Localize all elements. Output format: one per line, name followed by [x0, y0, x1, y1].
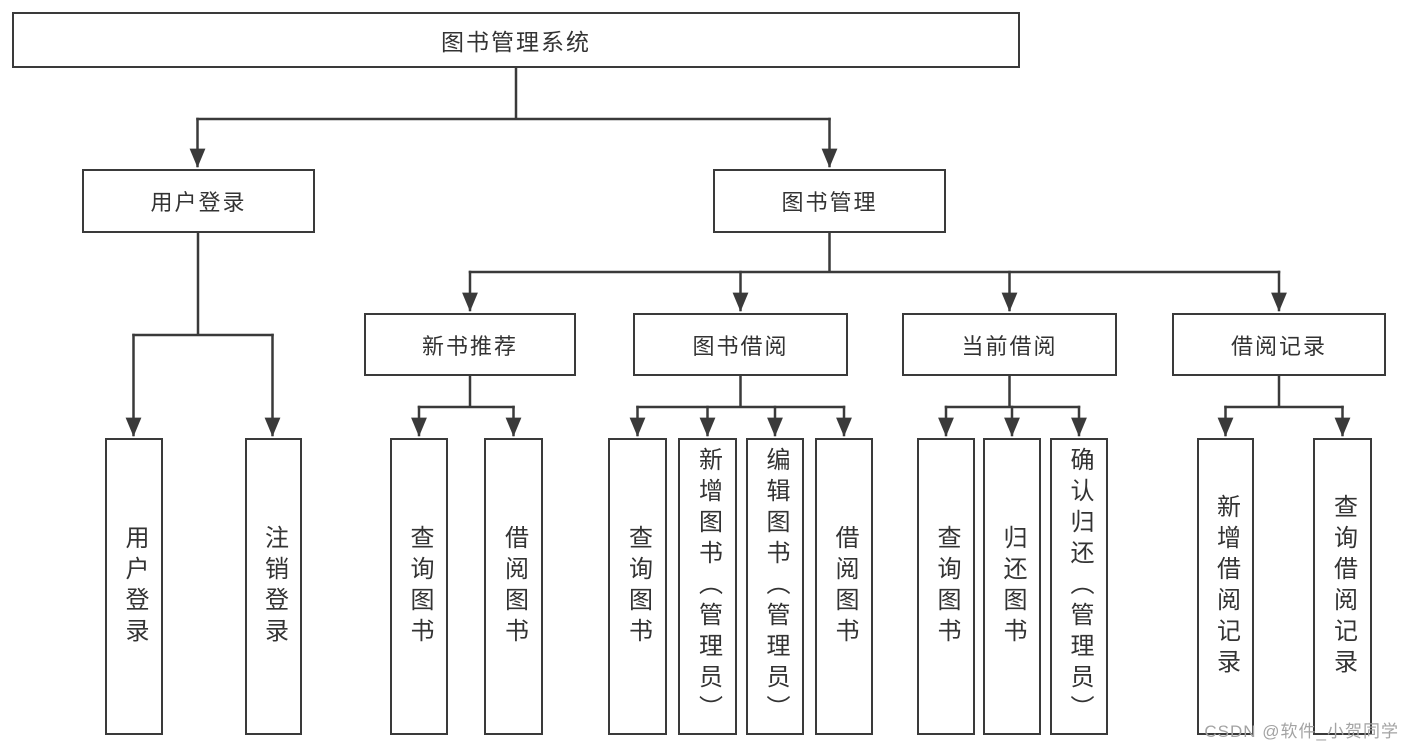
connector-book-management-trunk: [468, 231, 1281, 274]
node-label: 图书管理: [781, 190, 878, 215]
leaf-add-book-admin: 新增图书（管理员）: [678, 438, 737, 735]
node-current-borrow: 当前借阅: [902, 313, 1117, 376]
node-user-login: 用户登录: [82, 169, 315, 233]
connector-current-borrow-trunk: [944, 374, 1081, 409]
leaf-edit-book-admin: 编辑图书（管理员）: [746, 438, 804, 735]
leaf-label: 编辑图书（管理员）: [762, 447, 789, 726]
leaf-label: 归还图书: [999, 524, 1026, 649]
leaf-label: 查询图书: [624, 524, 652, 649]
node-label: 用户登录: [150, 190, 247, 215]
node-book-management: 图书管理: [713, 169, 946, 233]
leaf-label: 查询图书: [406, 524, 433, 649]
node-label: 图书管理系统: [441, 29, 591, 55]
leaf-borrow-books-borrow: 借阅图书: [815, 438, 873, 735]
leaf-query-books-recommend: 查询图书: [390, 438, 448, 735]
leaf-label: 借阅图书: [500, 524, 528, 649]
node-label: 借阅记录: [1230, 333, 1327, 359]
leaf-user-login: 用户登录: [105, 438, 163, 735]
leaf-borrow-books-recommend: 借阅图书: [484, 438, 543, 735]
connector-user-login-trunk: [132, 231, 274, 337]
leaf-label: 确认归还（管理员）: [1066, 447, 1093, 726]
leaf-label: 借阅图书: [831, 524, 858, 649]
leaf-query-borrow-record: 查询借阅记录: [1313, 438, 1372, 735]
node-label: 图书借阅: [692, 333, 789, 359]
node-label: 新书推荐: [421, 333, 518, 359]
leaf-add-borrow-record: 新增借阅记录: [1197, 438, 1254, 735]
leaf-confirm-return-admin: 确认归还（管理员）: [1050, 438, 1108, 735]
connector-root-trunk: [196, 66, 831, 121]
leaf-query-books-borrow: 查询图书: [608, 438, 667, 735]
leaf-query-books-current: 查询图书: [917, 438, 975, 735]
csdn-watermark: CSDN @软件_小贺同学: [1204, 722, 1399, 741]
leaf-logout: 注销登录: [245, 438, 302, 735]
leaf-label: 查询图书: [933, 524, 960, 649]
node-book-borrow: 图书借阅: [633, 313, 848, 376]
node-borrow-records: 借阅记录: [1172, 313, 1386, 376]
leaf-label: 新增图书（管理员）: [694, 447, 722, 726]
connector-new-book-recommend-trunk: [417, 374, 515, 409]
node-library-management-system: 图书管理系统: [12, 12, 1020, 68]
node-label: 当前借阅: [961, 333, 1058, 359]
leaf-label: 新增借阅记录: [1212, 493, 1240, 680]
leaf-label: 注销登录: [260, 524, 288, 649]
connector-borrow-records-trunk: [1224, 374, 1344, 409]
connector-book-borrow-trunk: [636, 374, 846, 409]
leaf-label: 查询借阅记录: [1329, 493, 1357, 680]
node-new-book-recommend: 新书推荐: [364, 313, 576, 376]
leaf-return-book: 归还图书: [983, 438, 1041, 735]
leaf-label: 用户登录: [121, 524, 148, 649]
